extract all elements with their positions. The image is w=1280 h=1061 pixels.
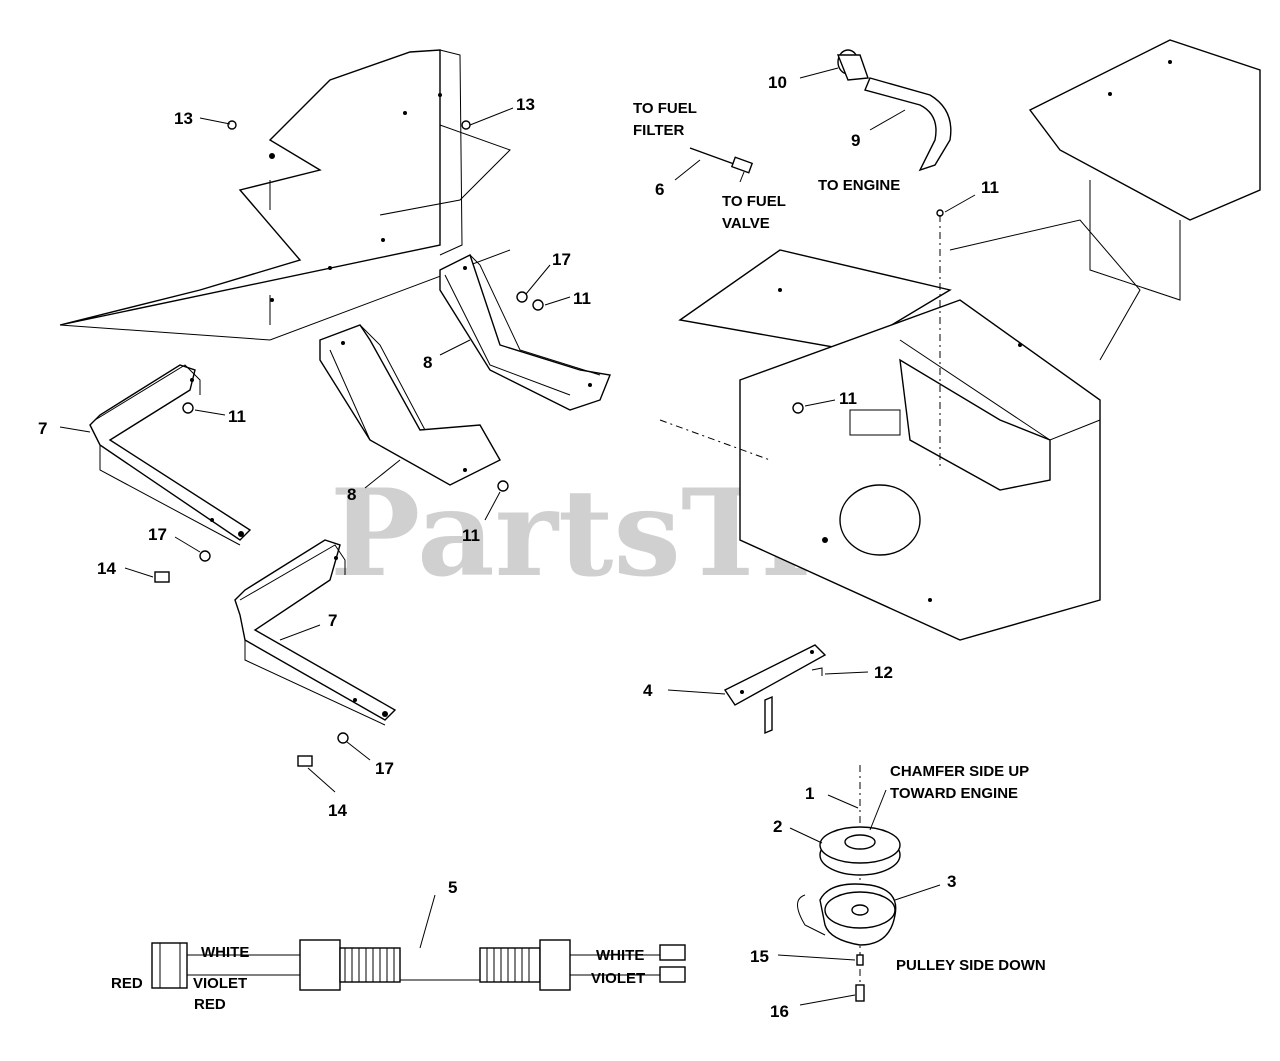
control-arm-7-upper <box>89 364 252 546</box>
callout-11: 11 <box>981 178 999 197</box>
note-chamfer-line2: TOWARD ENGINE <box>890 785 1018 802</box>
callout-7: 7 <box>328 611 337 630</box>
wire-label-violet-right: VIOLET <box>591 970 645 987</box>
fuel-line-9 <box>836 49 952 172</box>
callout-3: 3 <box>947 872 956 891</box>
callout-17: 17 <box>375 759 394 778</box>
callout-14: 14 <box>97 559 116 578</box>
callout-15: 15 <box>750 947 769 966</box>
note-to-fuel-filter-line1: TO FUEL <box>633 100 697 117</box>
callout-8: 8 <box>347 485 356 504</box>
leader-lines <box>59 67 976 1006</box>
callout-11: 11 <box>462 526 480 545</box>
corrugated-left <box>344 948 395 982</box>
wire-label-red-side: RED <box>111 975 143 992</box>
corrugated-right <box>486 948 530 982</box>
callout-4: 4 <box>643 681 653 700</box>
wire-label-white-left: WHITE <box>201 944 249 961</box>
callout-labels: 13 13 17 11 11 7 8 8 11 17 14 7 17 14 5 … <box>38 73 999 1021</box>
note-to-fuel-valve-line1: TO FUEL <box>722 193 786 210</box>
callout-5: 5 <box>448 878 457 897</box>
wire-labels: WHITE VIOLET RED RED WHITE VIOLET <box>111 944 645 1013</box>
wire-harness-5 <box>151 939 686 991</box>
callout-1: 1 <box>805 784 814 803</box>
callout-11: 11 <box>839 389 857 408</box>
callout-6: 6 <box>655 180 664 199</box>
callout-12: 12 <box>874 663 893 682</box>
note-to-engine: TO ENGINE <box>818 177 900 194</box>
bracket-8-upper <box>439 254 611 411</box>
note-to-fuel-filter-line2: FILTER <box>633 122 685 139</box>
callout-16: 16 <box>770 1002 789 1021</box>
wire-label-red-bottom: RED <box>194 996 226 1013</box>
note-chamfer-line1: CHAMFER SIDE UP <box>890 763 1029 780</box>
callout-13: 13 <box>516 95 535 114</box>
callout-14: 14 <box>328 801 347 820</box>
fuel-line-6 <box>689 147 754 174</box>
callout-11: 11 <box>573 289 591 308</box>
callout-13: 13 <box>174 109 193 128</box>
main-frame-right <box>678 39 1261 641</box>
callout-2: 2 <box>773 817 782 836</box>
wire-label-violet-left: VIOLET <box>193 975 247 992</box>
note-to-fuel-valve-line2: VALVE <box>722 215 770 232</box>
callout-7: 7 <box>38 419 47 438</box>
control-arm-7-lower <box>234 539 397 726</box>
bracket-8-lower <box>319 324 501 486</box>
frame-plate-left <box>59 49 511 341</box>
callout-10: 10 <box>768 73 787 92</box>
wire-label-white-right: WHITE <box>596 947 644 964</box>
callout-8: 8 <box>423 353 432 372</box>
callout-17: 17 <box>552 250 571 269</box>
callout-17: 17 <box>148 525 167 544</box>
fasteners <box>154 120 944 767</box>
callout-11: 11 <box>228 407 246 426</box>
callout-9: 9 <box>851 131 860 150</box>
bracket-4 <box>723 644 827 735</box>
note-pulley-side-down: PULLEY SIDE DOWN <box>896 957 1046 974</box>
notes: TO FUEL FILTER TO FUEL VALVE TO ENGINE C… <box>633 100 1046 974</box>
clutch-assembly <box>797 765 901 1002</box>
